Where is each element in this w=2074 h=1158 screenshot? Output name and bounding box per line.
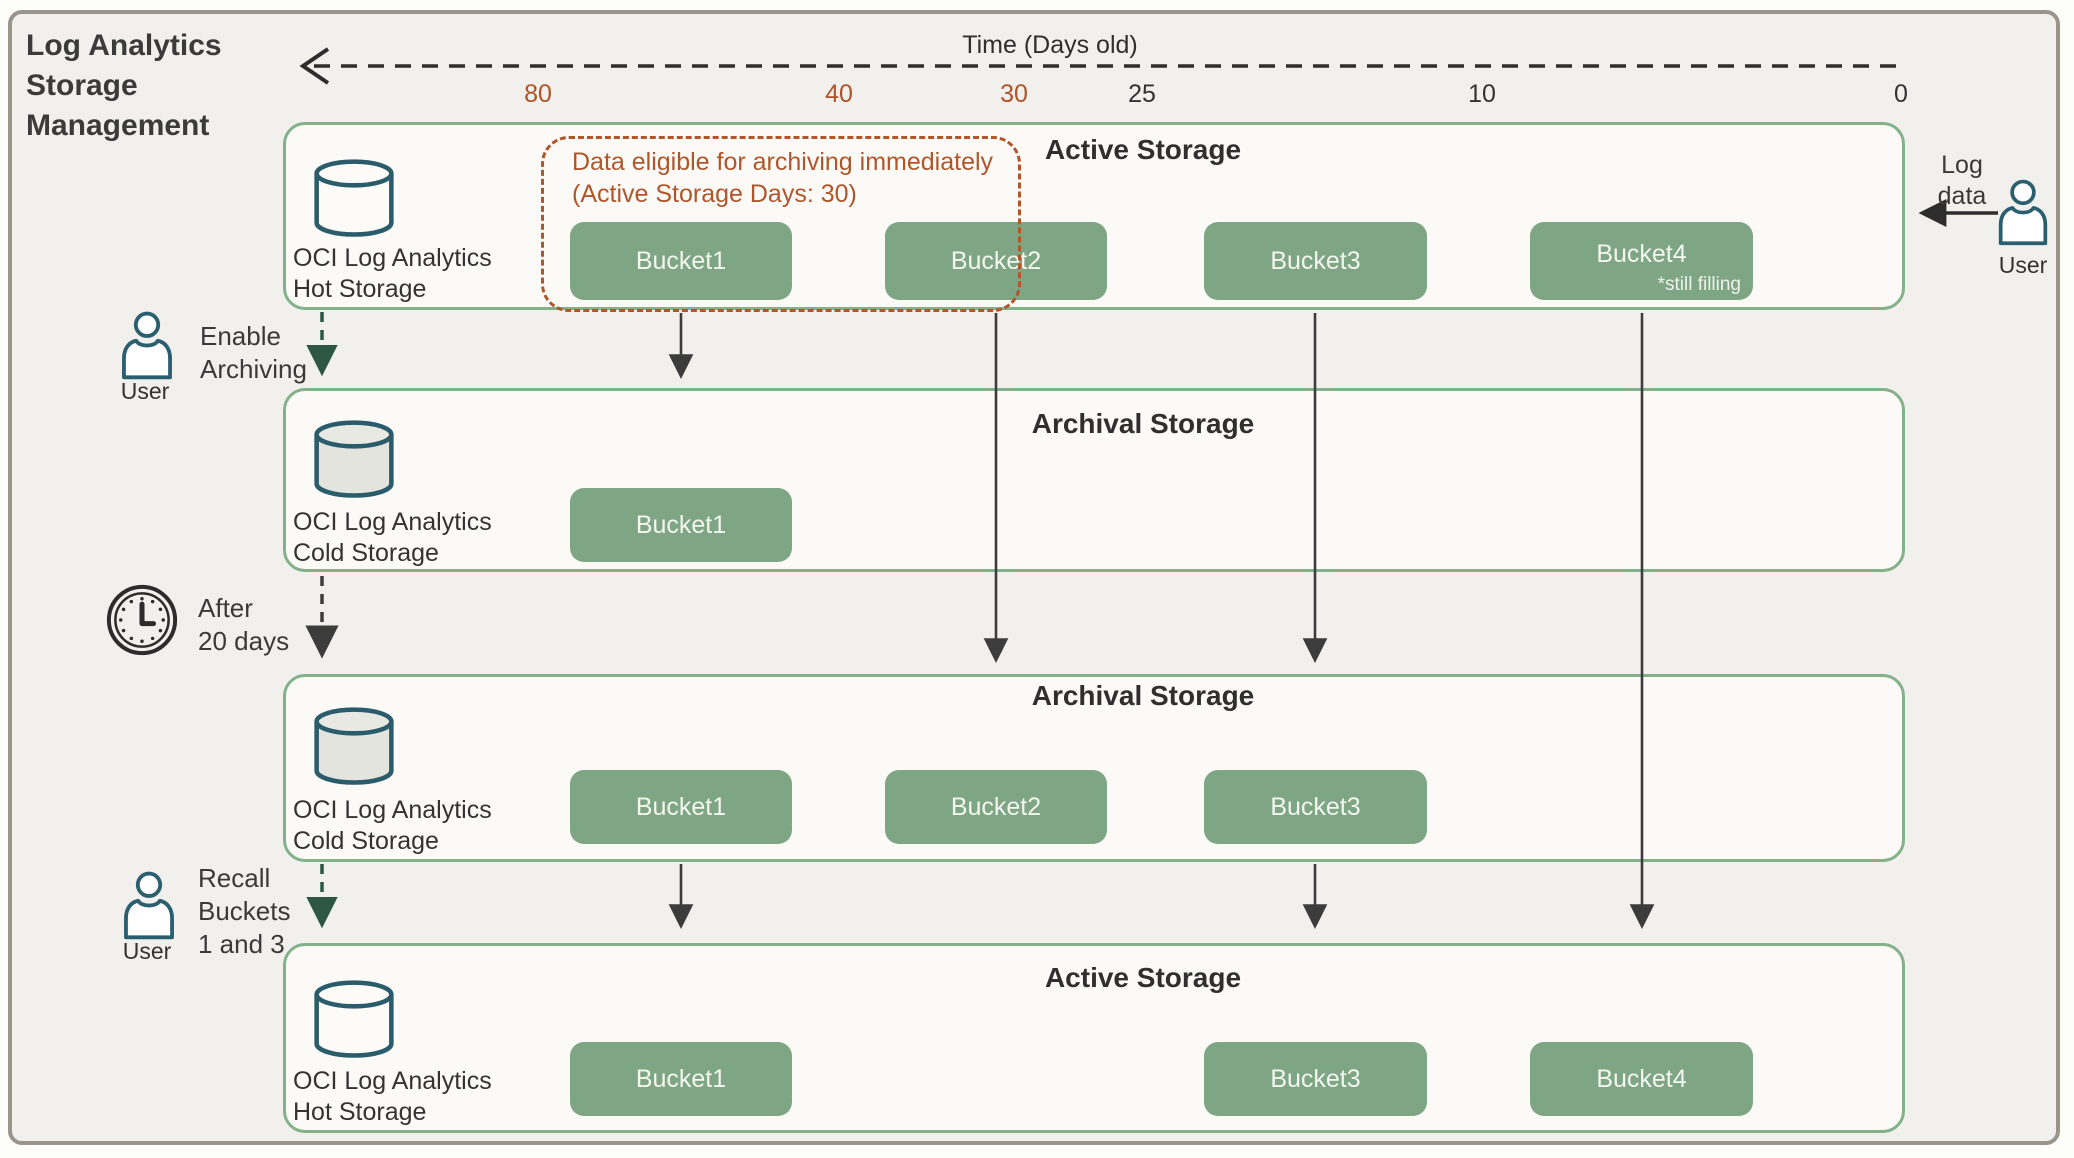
storage-label-hot-bottom: OCI Log Analytics Hot Storage (293, 1066, 533, 1128)
action-line: 20 days (198, 626, 290, 656)
bucket-label: Bucket3 (1270, 792, 1361, 821)
bucket-label: Bucket4 (1596, 239, 1687, 268)
page-title-line: Storage (26, 69, 138, 102)
row-title-active-storage-top: Active Storage (1044, 134, 1242, 165)
action-line: Log (1941, 151, 1983, 179)
bucket-label: Bucket1 (635, 792, 727, 821)
bucket3-archival-2: Bucket3 (1204, 770, 1427, 844)
archive-eligibility-annotation-box (541, 136, 1021, 312)
action-line: After (198, 593, 253, 623)
storage-label-line: OCI Log Analytics (293, 1067, 492, 1095)
clock-hour-marks (119, 597, 165, 643)
row-title-active-storage-bottom: Active Storage (1044, 962, 1242, 993)
storage-label-hot-top: OCI Log Analytics Hot Storage (293, 243, 533, 305)
hot-storage-database-icon (314, 159, 394, 237)
log-data-label: Log data (1920, 150, 2004, 212)
bucket-label: Bucket1 (635, 510, 727, 539)
user-label: User (1998, 252, 2048, 278)
bucket4-active-bottom: Bucket4 (1530, 1042, 1753, 1116)
enable-archiving-label: Enable Archiving (200, 320, 307, 386)
action-line: Archiving (200, 354, 307, 384)
row-title-archival-storage-2: Archival Storage (1031, 680, 1255, 711)
bucket1-active-bottom: Bucket1 (570, 1042, 792, 1116)
hot-storage-database-icon (314, 980, 394, 1058)
timeline-tick-0: 0 (1894, 80, 1908, 108)
bucket-label: Bucket1 (635, 246, 727, 275)
timeline-tick-25: 25 (1128, 80, 1156, 108)
bucket1-archival-1: Bucket1 (570, 488, 792, 562)
action-line: Buckets (198, 896, 291, 926)
timeline-tick-40: 40 (825, 80, 853, 108)
bucket-still-filling-note: *still filling (1657, 274, 1741, 295)
bucket3-active-top: Bucket3 (1204, 222, 1427, 300)
bucket3-active-bottom: Bucket3 (1204, 1042, 1427, 1116)
after-20-days-label: After 20 days (198, 592, 289, 658)
storage-label-line: Hot Storage (293, 1098, 427, 1126)
storage-label-line: Hot Storage (293, 275, 427, 303)
bucket-label: Bucket2 (950, 246, 1042, 275)
cold-storage-database-icon (314, 707, 394, 785)
bucket-label: Bucket2 (950, 792, 1042, 821)
timeline-tick-10: 10 (1468, 80, 1496, 108)
bucket1-archival-2: Bucket1 (570, 770, 792, 844)
storage-label-cold-2: OCI Log Analytics Cold Storage (293, 795, 533, 857)
storage-label-line: OCI Log Analytics (293, 508, 492, 536)
cold-storage-database-icon (314, 420, 394, 498)
action-line: Recall (198, 863, 271, 893)
bucket-label: Bucket3 (1270, 246, 1361, 275)
recall-buckets-label: Recall Buckets 1 and 3 (198, 862, 291, 961)
action-line: 1 and 3 (198, 929, 285, 959)
storage-label-cold-1: OCI Log Analytics Cold Storage (293, 507, 533, 569)
storage-label-line: Cold Storage (293, 539, 439, 567)
timeline-axis-label: Time (Days old) (962, 31, 1138, 59)
page-title: Log Analytics Storage Management (26, 26, 286, 146)
bucket4-active-top: Bucket4 *still filling (1530, 222, 1753, 300)
clock-icon (106, 584, 178, 656)
page-title-line: Management (26, 109, 210, 142)
user-icon (122, 311, 172, 380)
storage-label-line: OCI Log Analytics (293, 796, 492, 824)
storage-label-line: OCI Log Analytics (293, 244, 492, 272)
annotation-line: (Active Storage Days: 30) (572, 180, 857, 208)
bucket2-archival-2: Bucket2 (885, 770, 1107, 844)
bucket-label: Bucket3 (1270, 1064, 1361, 1093)
row-title-archival-storage-1: Archival Storage (1031, 408, 1255, 439)
timeline-tick-30: 30 (1000, 80, 1028, 108)
timeline-tick-80: 80 (524, 80, 552, 108)
user-label: User (120, 378, 170, 404)
storage-label-line: Cold Storage (293, 827, 439, 855)
bucket1-active-top: Bucket1 (570, 222, 792, 300)
bucket-label: Bucket1 (635, 1064, 727, 1093)
archive-eligibility-annotation-text: Data eligible for archiving immediately … (572, 146, 1032, 210)
user-icon (1998, 179, 2048, 246)
page-title-line: Log Analytics (26, 29, 222, 62)
row-archival-storage-1 (283, 388, 1905, 572)
annotation-line: Data eligible for archiving immediately (572, 148, 994, 176)
bucket-label: Bucket4 (1596, 1064, 1687, 1093)
action-line: Enable (200, 321, 281, 351)
user-label: User (122, 938, 172, 964)
user-icon (124, 871, 174, 940)
